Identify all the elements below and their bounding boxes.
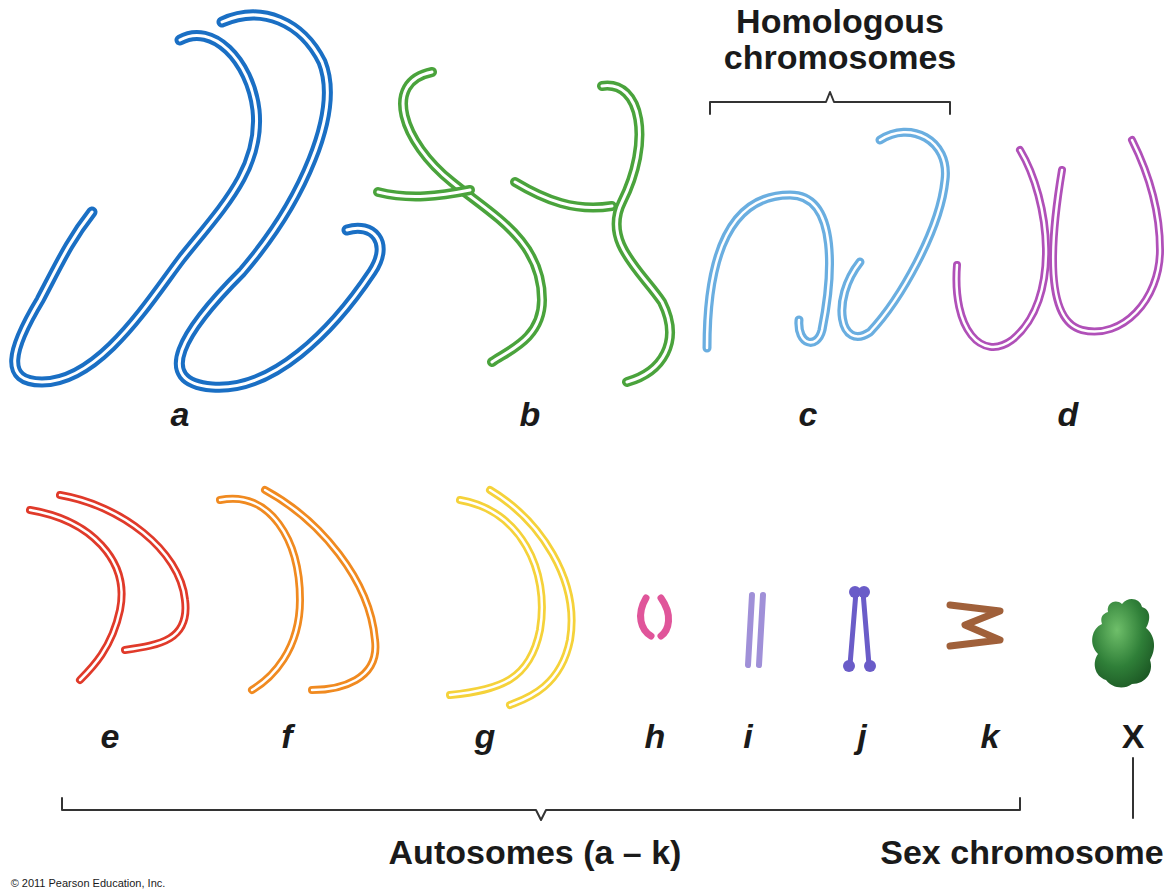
sex-chromosome-leader xyxy=(1132,758,1134,818)
chromosome-letter: f xyxy=(281,719,292,755)
chromosome-f xyxy=(220,490,375,690)
chromosome-e xyxy=(30,495,186,680)
chromosome-letter: g xyxy=(475,719,496,755)
group-label: Autosomes (a – k) xyxy=(389,835,682,871)
chromosome-letter: b xyxy=(520,397,541,433)
chromosome-letter: j xyxy=(857,719,866,755)
chromosome-b xyxy=(378,72,670,382)
chromosome-letter: k xyxy=(981,719,1000,755)
sex-chromosome-x xyxy=(1092,599,1154,688)
chromosome-c xyxy=(707,132,945,348)
homologous-bracket xyxy=(710,92,950,114)
chromosome-i xyxy=(748,595,763,665)
chromosome-letter: e xyxy=(101,719,120,755)
group-label: Sex chromosome xyxy=(880,835,1163,871)
copyright-note: © 2011 Pearson Education, Inc. xyxy=(11,878,166,890)
chromosome-d xyxy=(956,140,1160,347)
autosomes-bracket xyxy=(62,798,1020,820)
chromosome-letter: i xyxy=(743,719,752,755)
chromosome-letter: d xyxy=(1058,397,1079,433)
chromosome-k xyxy=(950,605,1000,646)
chromosome-j xyxy=(843,586,876,672)
chromosome-letter: c xyxy=(799,397,818,433)
group-heading: Homologous chromosomes xyxy=(690,4,990,75)
chromosome-letter: h xyxy=(645,719,666,755)
chromosome-letter: X xyxy=(1122,719,1145,755)
chromosome-a xyxy=(15,15,380,387)
chromosome-letter: a xyxy=(171,397,190,433)
chromosome-h xyxy=(641,598,669,636)
chromosome-g xyxy=(450,490,572,705)
